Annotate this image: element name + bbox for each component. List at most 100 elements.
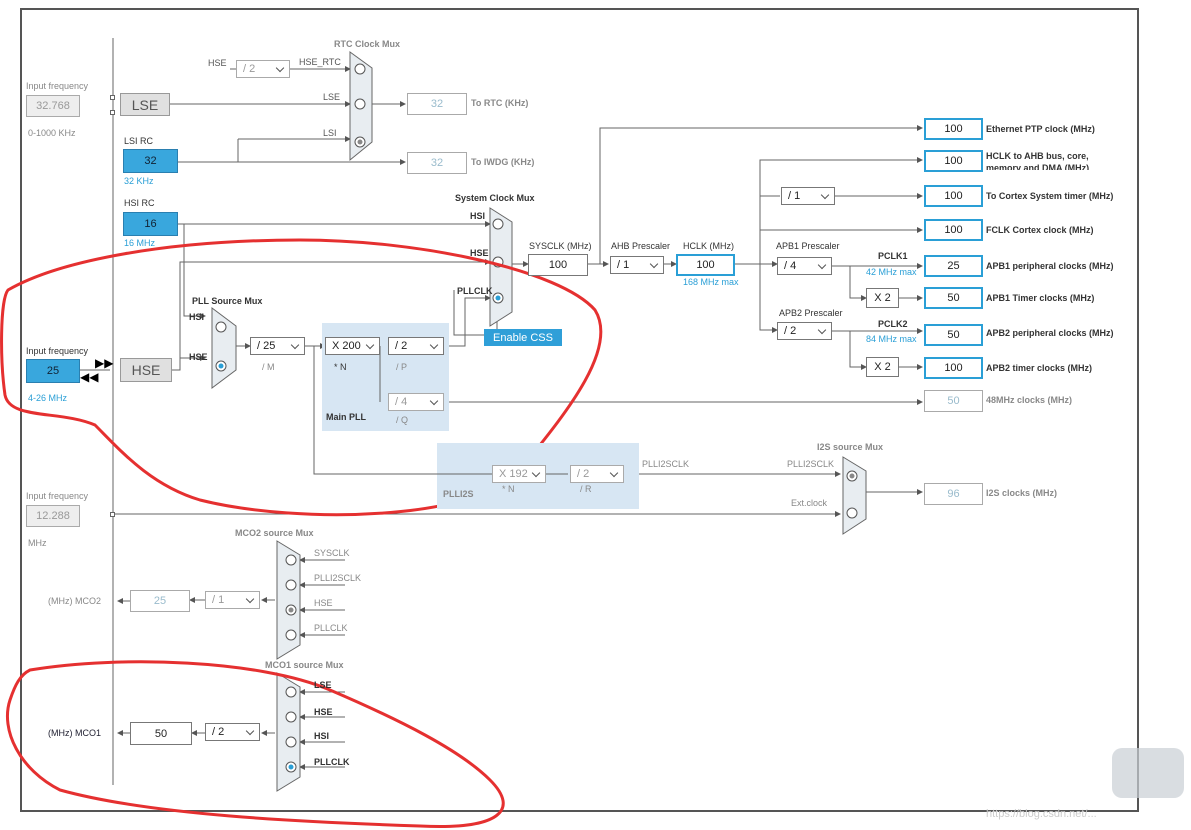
pll-mux-hsi: HSI xyxy=(189,312,205,322)
output-apb1-periph-label: APB1 peripheral clocks (MHz) xyxy=(986,261,1114,271)
hclk-value[interactable]: 100 xyxy=(676,254,735,276)
pll-m-label: / M xyxy=(262,362,275,372)
hsi-sub: 16 MHz xyxy=(124,238,156,248)
sysmux-hsi: HSI xyxy=(470,211,486,221)
sysclk-value[interactable]: 100 xyxy=(528,254,588,276)
output-hclk-ahb-value[interactable]: 100 xyxy=(924,150,983,172)
output-ethernet-ptp-label: Ethernet PTP clock (MHz) xyxy=(986,124,1095,134)
ext-pin xyxy=(110,512,115,517)
hclk-max: 168 MHz max xyxy=(683,277,739,287)
output-apb2-timer-value[interactable]: 100 xyxy=(924,357,983,379)
mco1-hsi: HSI xyxy=(314,731,330,741)
mco2-hse: HSE xyxy=(314,598,333,608)
ext-input-value[interactable]: 12.288 xyxy=(26,505,80,527)
output-apb1-periph-value[interactable]: 25 xyxy=(924,255,983,277)
iwdg-output-value: 32 xyxy=(407,152,467,174)
plli2s-n-multiplier[interactable]: X 192 xyxy=(492,465,546,483)
mco2-mux-title: MCO2 source Mux xyxy=(235,528,314,538)
plli2s-r-divider[interactable]: / 2 xyxy=(570,465,624,483)
pll-source-mux-title: PLL Source Mux xyxy=(192,296,263,306)
mco1-divider[interactable]: / 2 xyxy=(205,723,260,741)
pll-p-label: / P xyxy=(396,362,408,372)
iwdg-output-label: To IWDG (KHz) xyxy=(471,157,535,167)
pll-mux-hse: HSE xyxy=(189,352,208,362)
plli2s-n-label: * N xyxy=(502,484,515,494)
mco2-divider[interactable]: / 1 xyxy=(205,591,260,609)
pll-n-multiplier[interactable]: X 200 xyxy=(325,337,380,355)
output-apb2-periph-label: APB2 peripheral clocks (MHz) xyxy=(986,328,1114,338)
lse-input-value[interactable]: 32.768 xyxy=(26,95,80,117)
apb1-prescaler[interactable]: / 4 xyxy=(777,257,832,275)
apb2-timer-x2: X 2 xyxy=(866,357,899,377)
hsi-title: HSI RC xyxy=(124,198,155,208)
pll-m-divider[interactable]: / 25 xyxy=(250,337,305,355)
i2s-plli2sclk-label: PLLI2SCLK xyxy=(787,459,835,469)
rtc-hse-label: HSE xyxy=(208,58,227,68)
mco2-output-value[interactable]: 25 xyxy=(130,590,190,612)
output-apb1-timer-label: APB1 Timer clocks (MHz) xyxy=(986,293,1095,303)
ext-input-label: Input frequency xyxy=(26,491,89,501)
apb2-prescaler[interactable]: / 2 xyxy=(777,322,832,340)
mco1-output-label: (MHz) MCO1 xyxy=(48,728,101,738)
hclk-label: HCLK (MHz) xyxy=(683,241,734,251)
ext-input-unit: MHz xyxy=(28,538,47,548)
mco2-plli2sclk: PLLI2SCLK xyxy=(314,573,362,583)
pll-q-divider[interactable]: / 4 xyxy=(388,393,444,411)
rtc-mux-title: RTC Clock Mux xyxy=(334,39,401,49)
enable-css-button[interactable]: Enable CSS xyxy=(484,329,562,346)
apb1-timer-x2: X 2 xyxy=(866,288,899,308)
hsi-block[interactable]: 16 xyxy=(123,212,178,236)
pll-n-label: * N xyxy=(334,362,347,372)
mco1-hse: HSE xyxy=(314,707,333,717)
hse-arrow-in-icon: ▶▶ xyxy=(95,356,114,370)
output-ethernet-ptp-value[interactable]: 100 xyxy=(924,118,983,140)
watermark-text: https://blog.csdn.net/... xyxy=(986,808,1097,820)
hse-block[interactable]: HSE xyxy=(120,358,172,382)
mco1-mux-title: MCO1 source Mux xyxy=(265,660,344,670)
lse-range: 0-1000 KHz xyxy=(28,128,76,138)
lse-pin xyxy=(110,95,115,100)
ahb-prescaler-label: AHB Prescaler xyxy=(611,241,671,251)
rtc-output-label: To RTC (KHz) xyxy=(471,98,529,108)
pll-p-divider[interactable]: / 2 xyxy=(388,337,444,355)
mco2-pllclk: PLLCLK xyxy=(314,623,348,633)
sysmux-hse: HSE xyxy=(470,248,489,258)
pclk2-label: PCLK2 xyxy=(878,319,908,329)
plli2s-r-label: / R xyxy=(580,484,592,494)
output-apb1-timer-value[interactable]: 50 xyxy=(924,287,983,309)
i2s-output-label: I2S clocks (MHz) xyxy=(986,488,1058,498)
rtc-lse-label: LSE xyxy=(323,92,341,102)
main-pll-label: Main PLL xyxy=(326,412,366,422)
apb1-max: 42 MHz max xyxy=(866,267,917,277)
mco1-output-value[interactable]: 50 xyxy=(130,722,192,745)
rtc-hse-divider[interactable]: / 2 xyxy=(236,60,290,78)
rtc-output-value: 32 xyxy=(407,93,467,115)
i2s-output-value[interactable]: 96 xyxy=(924,483,983,505)
ahb-prescaler[interactable]: / 1 xyxy=(610,256,664,274)
lse-input-label: Input frequency xyxy=(26,81,89,91)
apb2-max: 84 MHz max xyxy=(866,334,917,344)
output-fclk-value[interactable]: 100 xyxy=(924,219,983,241)
cortex-timer-divider[interactable]: / 1 xyxy=(781,187,835,205)
lse-block[interactable]: LSE xyxy=(120,93,170,116)
apb2-prescaler-label: APB2 Prescaler xyxy=(779,308,843,318)
sysmux-pllclk: PLLCLK xyxy=(457,286,493,296)
pll-q-label: / Q xyxy=(396,415,409,425)
apb1-prescaler-label: APB1 Prescaler xyxy=(776,241,840,251)
output-cortex-timer-value[interactable]: 100 xyxy=(924,185,983,207)
output-48mhz-value[interactable]: 50 xyxy=(924,390,983,412)
output-apb2-timer-label: APB2 timer clocks (MHz) xyxy=(986,363,1093,373)
output-48mhz-label: 48MHz clocks (MHz) xyxy=(986,395,1073,405)
output-apb2-periph-value[interactable]: 50 xyxy=(924,324,983,346)
hse-arrow-out-icon: ◀◀ xyxy=(80,370,99,384)
i2s-ext-clock-label: Ext.clock xyxy=(791,498,828,508)
i2s-mux-title: I2S source Mux xyxy=(817,442,884,452)
plli2s-label: PLLI2S xyxy=(443,489,474,499)
lsi-block[interactable]: 32 xyxy=(123,149,178,173)
plli2sclk-label: PLLI2SCLK xyxy=(642,459,690,469)
output-cortex-timer-label: To Cortex System timer (MHz) xyxy=(986,191,1114,201)
chat-icon xyxy=(1112,748,1184,798)
hse-input-value[interactable]: 25 xyxy=(26,359,80,383)
mco1-pllclk: PLLCLK xyxy=(314,757,350,767)
